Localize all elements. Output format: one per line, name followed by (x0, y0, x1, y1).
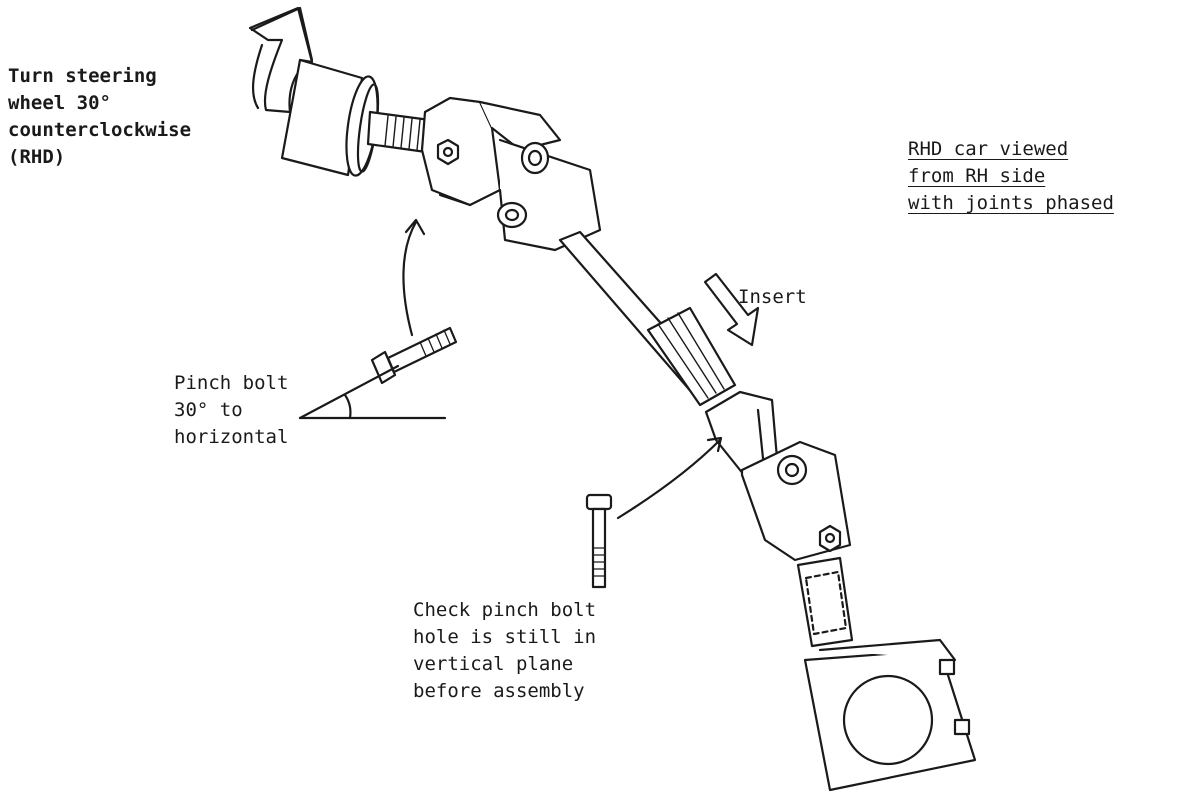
lower-bolt-arrow (616, 436, 723, 520)
check-line-3: vertical plane (413, 653, 574, 675)
steering-line-4: (RHD) (8, 146, 66, 168)
check-line-2: hole is still in (413, 626, 597, 648)
lower-shaft (796, 556, 854, 648)
upper-universal-joint (420, 96, 602, 252)
column-housing (280, 58, 380, 177)
upper-bolt-arrow (402, 218, 426, 337)
pinch-line-3: horizontal (174, 426, 289, 448)
intermediate-shaft (558, 230, 737, 407)
check-hole-label: Check pinch bolt hole is still in vertic… (413, 597, 596, 705)
upper-pinch-bolt (370, 326, 458, 385)
view-line-1: RHD car viewed (908, 138, 1069, 160)
pinch-line-2: 30° to (174, 399, 243, 421)
pinch-line-1: Pinch bolt (174, 372, 289, 394)
steering-line-3: counterclockwise (8, 119, 192, 141)
steering-rack-clamp (803, 638, 977, 792)
check-line-1: Check pinch bolt (413, 599, 597, 621)
insert-arrow (703, 272, 760, 347)
view-note-label: RHD car viewed from RH side with joints … (908, 136, 1114, 217)
insert-label: Insert (738, 286, 807, 308)
steering-line-2: wheel 30° (8, 92, 111, 114)
steering-line-1: Turn steering (8, 65, 157, 87)
view-line-3: with joints phased (908, 192, 1114, 214)
view-line-2: from RH side (908, 165, 1046, 187)
upper-splined-shaft (366, 110, 432, 154)
steering-instruction-label: Turn steering wheel 30° counterclockwise… (8, 63, 191, 171)
angle-indicator (298, 364, 447, 420)
steering-turn-arrow (250, 6, 314, 62)
lower-pinch-bolt (585, 493, 613, 589)
lower-universal-joint (704, 390, 852, 562)
check-line-4: before assembly (413, 680, 585, 702)
pinch-bolt-label: Pinch bolt 30° to horizontal (174, 370, 288, 451)
